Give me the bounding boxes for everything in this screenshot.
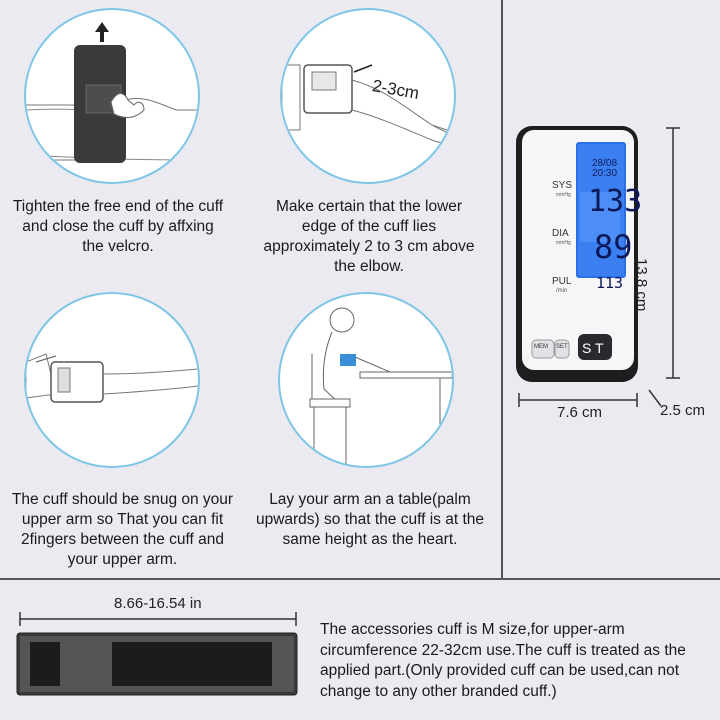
- dia-value: 89: [594, 228, 633, 266]
- pul-unit: /min: [556, 288, 568, 294]
- device-depth-label: 2.5 cm: [660, 402, 706, 419]
- blood-pressure-monitor: [516, 126, 638, 382]
- lcd-date: 28/08: [592, 158, 618, 169]
- lcd-time: 20:30: [592, 168, 618, 179]
- cuff-description: The accessories cuff is M size,for upper…: [320, 621, 686, 700]
- step4-caption: Lay your arm an a table(palm upwards) so…: [255, 491, 485, 548]
- step3-illustration: [24, 292, 200, 468]
- device-width-label: 7.6 cm: [557, 404, 603, 421]
- step2-caption: Make certain that the lower edge of the …: [263, 198, 475, 275]
- cuff-image: [16, 632, 298, 696]
- device-dimension-lines: [518, 127, 680, 407]
- vertical-divider: [501, 0, 503, 580]
- device-height-label: 13.8 cm: [633, 258, 650, 312]
- step1-illustration: [24, 8, 200, 184]
- cuff-dimension-line: [19, 612, 297, 626]
- step2-illustration: [280, 8, 456, 184]
- start-button[interactable]: S T: [582, 340, 604, 356]
- cuff-size-label: 8.66-16.54 in: [114, 595, 202, 612]
- mem-button[interactable]: MEM: [534, 344, 548, 350]
- sys-unit: mmHg: [556, 192, 571, 198]
- horizontal-divider: [0, 578, 720, 580]
- pul-value: 113: [596, 274, 624, 292]
- dia-label: DIA: [552, 228, 569, 239]
- step4-illustration: [278, 292, 454, 468]
- step3-caption: The cuff should be snug on your upper ar…: [11, 491, 234, 568]
- dia-unit: mmHg: [556, 240, 571, 246]
- set-button[interactable]: SET: [556, 344, 568, 350]
- sys-label: SYS: [552, 180, 573, 191]
- sys-value: 133: [588, 184, 643, 219]
- pul-label: PUL: [552, 276, 572, 287]
- step1-caption: Tighten the free end of the cuff and clo…: [12, 198, 224, 255]
